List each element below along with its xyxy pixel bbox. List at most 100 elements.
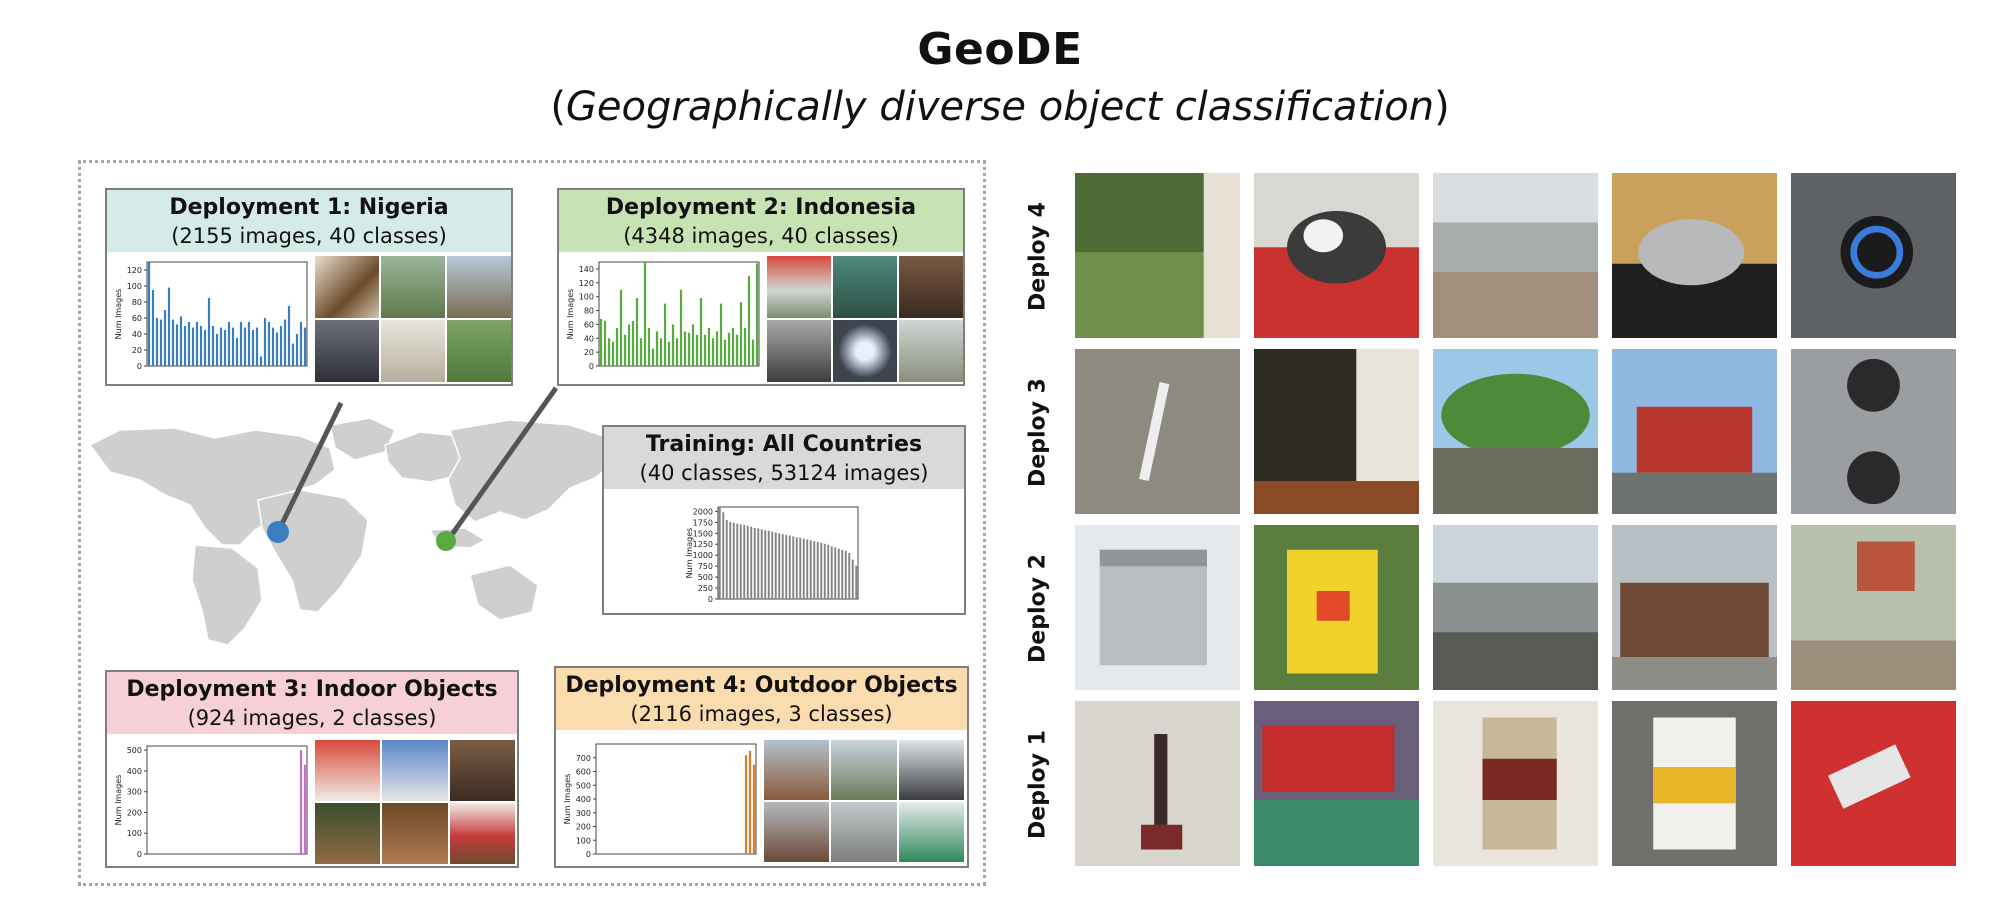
nigeria-thumbnails <box>315 256 511 382</box>
thumbnail <box>381 320 445 382</box>
bar <box>735 334 739 366</box>
thumbnail <box>447 256 511 318</box>
map-australia <box>469 564 539 621</box>
thumbnail <box>764 740 830 800</box>
outdoor-thumbnails <box>764 740 964 862</box>
y-tick-label: 80 <box>132 298 142 307</box>
y-tick-label: 0 <box>708 595 713 604</box>
panel-training-subtitle: (40 classes, 53124 images) <box>639 461 929 485</box>
indonesia-marker <box>436 531 456 551</box>
bar <box>781 534 784 599</box>
bar <box>219 327 223 366</box>
bar <box>747 275 751 366</box>
bar <box>795 537 798 599</box>
subtitle-text: Geographically diverse object classifica… <box>565 84 1435 130</box>
bar <box>823 543 826 599</box>
photo-deploy3-broom <box>1254 349 1419 514</box>
bar <box>802 538 805 599</box>
bar <box>718 507 721 599</box>
photo-deploy1-pills <box>1791 701 1956 866</box>
panel-nigeria-subtitle: (2155 images, 40 classes) <box>171 224 447 248</box>
bar <box>155 318 159 366</box>
y-axis-label: Num Images <box>114 289 123 340</box>
bar <box>834 547 837 599</box>
row-label-deploy-2: Deploy 2 <box>1025 554 1051 663</box>
bar <box>760 529 763 599</box>
panel-indonesia-subtitle: (4348 images, 40 classes) <box>623 224 899 248</box>
bar <box>739 524 742 599</box>
y-axis-label: Num Images <box>563 774 572 825</box>
y-tick-label: 2000 <box>693 507 713 516</box>
bar <box>599 318 603 366</box>
bar <box>695 334 699 366</box>
photo-deploy2-cabinet <box>1075 525 1240 690</box>
photo-deploy4-stove <box>1791 173 1956 338</box>
y-tick-label: 0 <box>589 362 594 371</box>
bar <box>739 302 743 366</box>
bar <box>722 512 725 599</box>
bar <box>691 324 695 366</box>
chart-frame <box>146 261 308 367</box>
y-tick-label: 100 <box>127 829 142 838</box>
bar <box>731 327 735 366</box>
panel-indonesia-title: Deployment 2: Indonesia <box>605 195 917 220</box>
bar <box>275 332 279 366</box>
row-label-deploy-3: Deploy 3 <box>1025 378 1051 487</box>
y-tick-label: 500 <box>698 573 713 582</box>
bar <box>203 330 207 366</box>
bar <box>679 289 683 366</box>
bar <box>667 341 671 366</box>
panel-indonesia-header: Deployment 2: Indonesia (4348 images, 40… <box>559 190 963 252</box>
row-label-deploy-4: Deploy 4 <box>1025 202 1051 311</box>
bar <box>743 327 747 366</box>
bar <box>744 755 748 854</box>
thumbnail <box>449 803 515 864</box>
bar <box>183 326 187 366</box>
thumbnail <box>898 802 964 862</box>
bar <box>799 537 802 599</box>
bar <box>736 523 739 599</box>
bar <box>785 535 788 599</box>
bar <box>844 550 847 599</box>
bar <box>231 327 235 366</box>
bar <box>147 262 151 366</box>
bar <box>247 322 251 366</box>
bar <box>215 334 219 366</box>
thumbnail <box>447 320 511 382</box>
thumbnail <box>831 802 897 862</box>
subtitle-open-paren: ( <box>550 84 566 130</box>
panel-indonesia: Deployment 2: Indonesia (4348 images, 40… <box>557 188 965 386</box>
photo-deploy3-toothbrush <box>1075 349 1240 514</box>
bar <box>607 338 611 366</box>
panel-nigeria: Deployment 1: Nigeria (2155 images, 40 c… <box>105 188 513 386</box>
photo-deploy1-vacuum <box>1075 701 1240 866</box>
bar <box>855 565 858 599</box>
photo-deploy2-trash-bin <box>1254 525 1419 690</box>
bar <box>267 322 271 366</box>
panel-outdoor: Deployment 4: Outdoor Objects (2116 imag… <box>554 666 969 868</box>
y-tick-label: 1000 <box>693 551 713 560</box>
panel-indoor-title: Deployment 3: Indoor Objects <box>126 677 498 702</box>
bar <box>227 322 231 366</box>
bar <box>279 326 283 366</box>
bar <box>837 548 840 599</box>
indoor-thumbnails <box>315 740 515 864</box>
panel-training: Training: All Countries (40 classes, 531… <box>602 425 966 615</box>
photo-deploy2-street <box>1433 525 1598 690</box>
y-tick-label: 0 <box>137 362 142 371</box>
panel-outdoor-title: Deployment 4: Outdoor Objects <box>565 673 958 698</box>
y-tick-label: 0 <box>586 850 591 859</box>
bar <box>271 327 275 366</box>
y-tick-label: 60 <box>132 314 142 323</box>
y-axis-label: Num Images <box>566 289 575 340</box>
y-tick-label: 140 <box>579 265 594 274</box>
bar <box>725 520 728 599</box>
bar <box>719 303 723 366</box>
thumbnail <box>899 256 963 318</box>
bar <box>820 542 823 599</box>
photo-deploy4-yard <box>1075 173 1240 338</box>
thumbnail <box>382 803 448 864</box>
bar <box>263 318 267 366</box>
bar <box>287 306 291 366</box>
y-tick-label: 20 <box>584 348 594 357</box>
